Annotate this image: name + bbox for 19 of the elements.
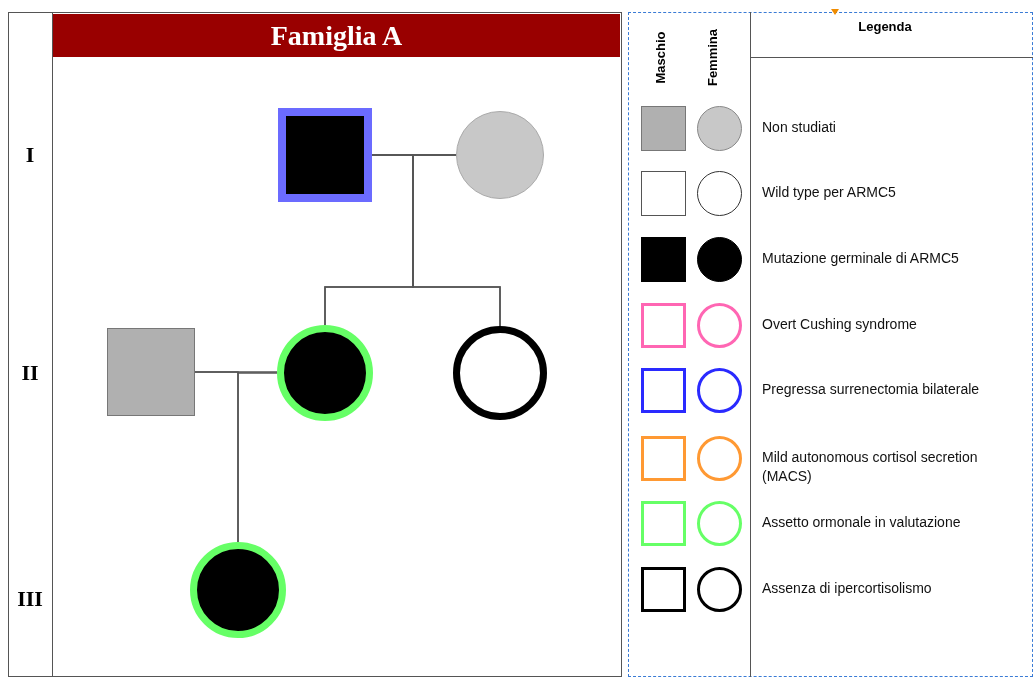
legend-label: Mild autonomous cortisol secretion (MACS) [762, 448, 979, 486]
generation-label: III [16, 586, 44, 612]
male-square-symbol [278, 108, 372, 202]
title-band: Famiglia A [53, 14, 620, 57]
legend-label: Pregressa surrenectomia bilaterale [762, 380, 981, 399]
legend-label: Assetto ormonale in valutazione [762, 513, 962, 532]
generation-label: II [20, 360, 40, 386]
generation-label: I [24, 142, 36, 168]
legend-label: Wild type per ARMC5 [762, 183, 897, 202]
male-square-symbol [107, 328, 195, 416]
pedigree-line [412, 154, 501, 327]
legend-title: Legenda [857, 19, 913, 34]
legend-label: Mutazione germinale di ARMC5 [762, 249, 960, 268]
column-header: Maschio [652, 30, 668, 86]
column-header: Femmina [704, 27, 720, 89]
legend-label: Overt Cushing syndrome [762, 315, 918, 334]
legend-label: Non studiati [762, 118, 837, 137]
pedigree-line [237, 372, 278, 543]
legend-label: Assenza di ipercortisolismo [762, 579, 933, 598]
